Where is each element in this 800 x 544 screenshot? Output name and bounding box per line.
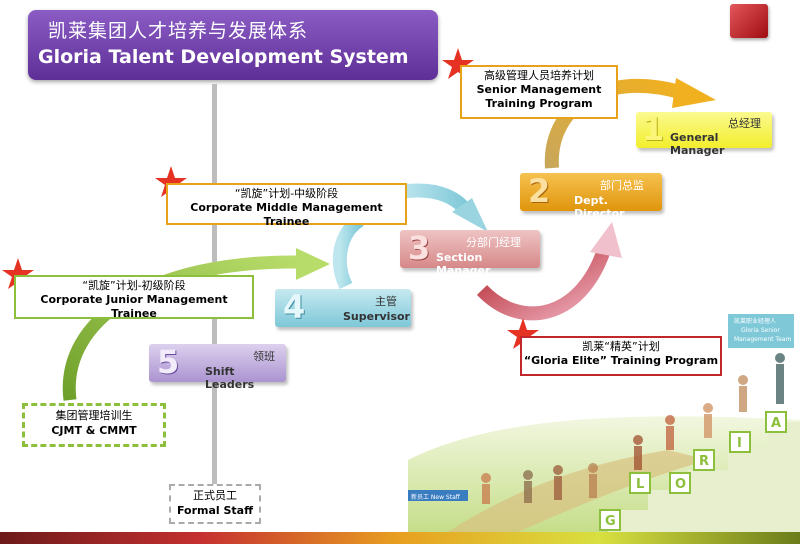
arrow-head-gm [672,78,716,108]
program-junior-management: “凯旋”计划-初级阶段 Corporate Junior Management … [14,275,254,320]
level-title-cn: 部门总监 [600,179,644,192]
arrow-head-section [452,198,488,232]
level-title-cn: 领班 [253,350,275,363]
program-title-en-line2: Training Program [485,97,593,110]
stair-step [688,470,728,532]
letter-tile-r [693,449,715,471]
level-1-general-manager: 1 总经理 General Manager [636,110,772,157]
program-title-cn: 高级管理人员培养计划 [484,69,594,82]
level-title-en: Dept. Director [574,194,625,220]
entry-title-en: Formal Staff [176,504,254,517]
level-number: 1 [642,110,665,148]
bottom-color-bar [0,532,800,544]
level-5-shift-leaders: 5 领班 Shift Leaders [149,343,286,391]
letter-g: G [605,514,616,529]
level-title-en: General Manager [670,131,725,157]
level-number: 5 [157,343,180,381]
program-gloria-elite: 凯莱“精英”计划 “Gloria Elite” Training Program [520,336,722,376]
level-3-section-manager: 3 分部门经理 Section Manager [400,229,540,277]
entry-title-cn: 集团管理培训生 [55,409,133,422]
team-sign-line3: Management Team [734,336,791,343]
arrow-section-to-director [476,247,611,321]
level-number: 4 [283,288,306,326]
stair-step [728,448,768,532]
new-staff-sign-label: 新员工 New Staff [411,493,461,501]
entry-title-en: CJMT & CMMT [51,424,137,437]
star-icon-senior [442,48,474,79]
program-title-en: Corporate Middle Management Trainee [190,201,383,228]
new-staff-sign [408,490,468,501]
arrow-supervisor-up [332,214,365,290]
letter-l: L [636,477,644,492]
page-title-chinese: 凯莱集团人才培养与发展体系 [48,20,309,42]
program-title-cn: “凯旋”计划-中级阶段 [234,187,339,200]
star-icon-elite [507,318,539,349]
team-sign-line1: 凯莱职业经理人 [734,317,776,325]
level-number: 2 [528,172,551,210]
level-2-dept-director: 2 部门总监 Dept. Director [520,172,662,220]
star-icon-junior [2,258,34,289]
letter-tile-i [729,431,751,453]
level-title-cn: 分部门经理 [466,236,521,249]
people-silhouettes [481,353,785,504]
level-number: 3 [408,229,431,267]
stair-step [648,490,688,532]
level-title-en: Shift Leaders [205,365,255,391]
star-icon-middle [155,166,187,197]
level-title-cn: 总经理 [728,117,761,130]
entry-formal-staff: 正式员工 Formal Staff [169,484,261,524]
letter-tile-g [599,509,621,531]
letter-tile-l [629,472,651,494]
arrow-head-supervisor [296,248,330,280]
career-ladder-illustration: G L O R I A 新员工 New Staff 凯莱职业经理人 Gloria… [408,314,800,532]
team-sign [728,314,794,348]
level-title-en: Supervisor [343,310,410,323]
entry-management-trainee: 集团管理培训生 CJMT & CMMT [22,403,166,447]
program-title-en-line1: Senior Management [476,83,602,96]
letter-o: O [675,477,686,492]
program-title-en: “Gloria Elite” Training Program [523,354,719,367]
program-title-cn: “凯旋”计划-初级阶段 [82,279,186,292]
program-title-en: Corporate Junior Management Trainee [40,293,228,320]
arrow-head-director [590,222,622,258]
team-sign-line2: Gloria Senior [741,327,780,334]
level-title-en: Section Manager [436,251,491,277]
program-senior-management: 高级管理人员培养计划 Senior Management Training Pr… [460,65,618,119]
letter-tile-o [669,472,691,494]
level-4-supervisor: 4 主管 Supervisor [275,288,411,327]
letter-tile-a [765,411,787,433]
letter-r: R [699,454,709,469]
program-title-cn: 凯莱“精英”计划 [582,340,660,353]
corner-logo-icon [730,4,768,38]
page-title-english: Gloria Talent Development System [38,46,409,68]
stair-step [768,422,800,532]
level-title-cn: 主管 [375,295,397,308]
letter-a: A [771,416,781,431]
title-banner [28,10,438,80]
letter-i: I [737,436,742,451]
program-middle-management: “凯旋”计划-中级阶段 Corporate Middle Management … [166,183,407,228]
entry-title-cn: 正式员工 [193,489,237,502]
road-shape [448,450,708,532]
